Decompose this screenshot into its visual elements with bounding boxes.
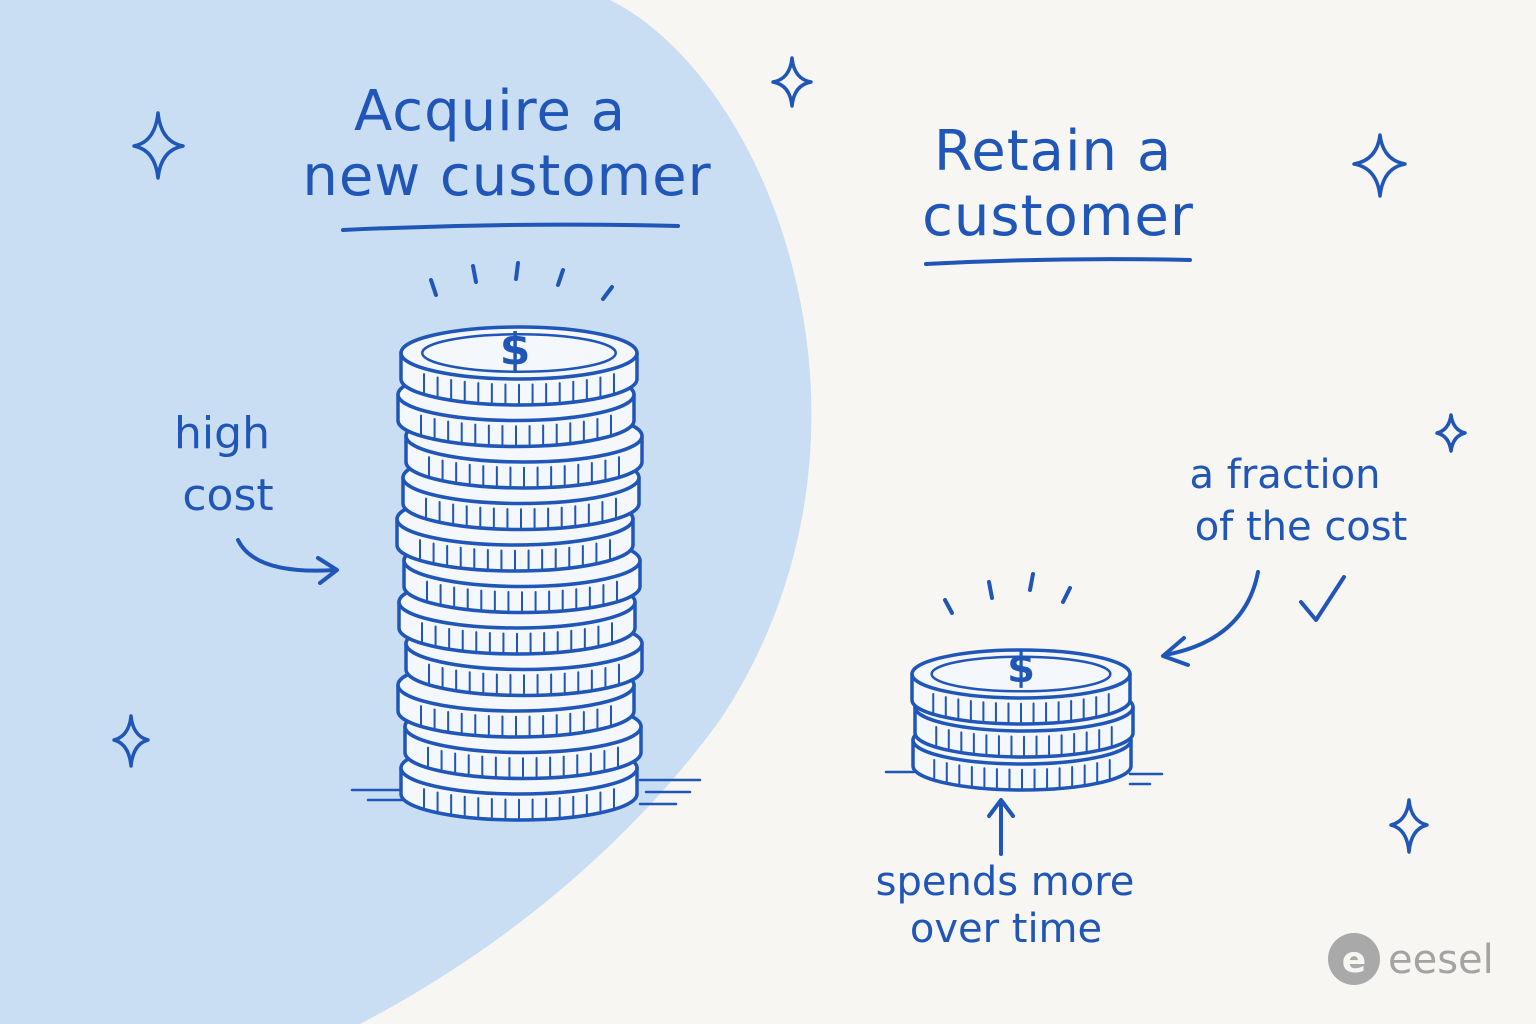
ground-lines [350, 770, 1164, 806]
right-coin [910, 648, 1132, 726]
left-title-line2: new customer [302, 144, 711, 209]
sparkle-icon [1435, 413, 1467, 453]
sparkle-icon [112, 714, 150, 768]
logo-mark-icon [1328, 933, 1380, 985]
left-note-line1: high [174, 408, 270, 459]
right-note-bottom-line1: spends more [876, 859, 1135, 905]
checkmark-icon [1299, 575, 1346, 622]
right-coin-stack [910, 648, 1135, 792]
left-coin [399, 325, 639, 407]
sparkle-icon [1389, 798, 1429, 854]
left-coin-stack [395, 325, 644, 822]
arrow-up-icon [987, 798, 1015, 856]
right-note-bottom-line2: over time [910, 906, 1102, 952]
left-dollar-sign: $ [500, 324, 531, 375]
arrow-left-icon [1161, 570, 1260, 667]
left-title-line1: Acquire a [354, 79, 626, 144]
eesel-logo: e eesel [1328, 933, 1494, 985]
right-title-line2: customer [922, 184, 1194, 249]
shine-marks [429, 261, 1072, 615]
right-note-top-line1: a fraction [1190, 452, 1381, 498]
logo-text: eesel [1388, 937, 1494, 983]
right-dollar-sign: $ [1007, 646, 1035, 692]
sparkle-icon [132, 111, 185, 180]
sparkle-icon [1352, 133, 1407, 198]
right-note-top-line2: of the cost [1195, 504, 1408, 550]
right-title-line1: Retain a [934, 119, 1172, 184]
sparkle-icons [112, 56, 1467, 854]
right-title-underline [924, 257, 1192, 266]
left-title-underline [341, 222, 680, 232]
arrow-right-icon [236, 538, 339, 585]
left-note-line2: cost [182, 470, 273, 521]
logo-glyph: e [1342, 940, 1366, 981]
sparkle-icon [771, 56, 813, 108]
